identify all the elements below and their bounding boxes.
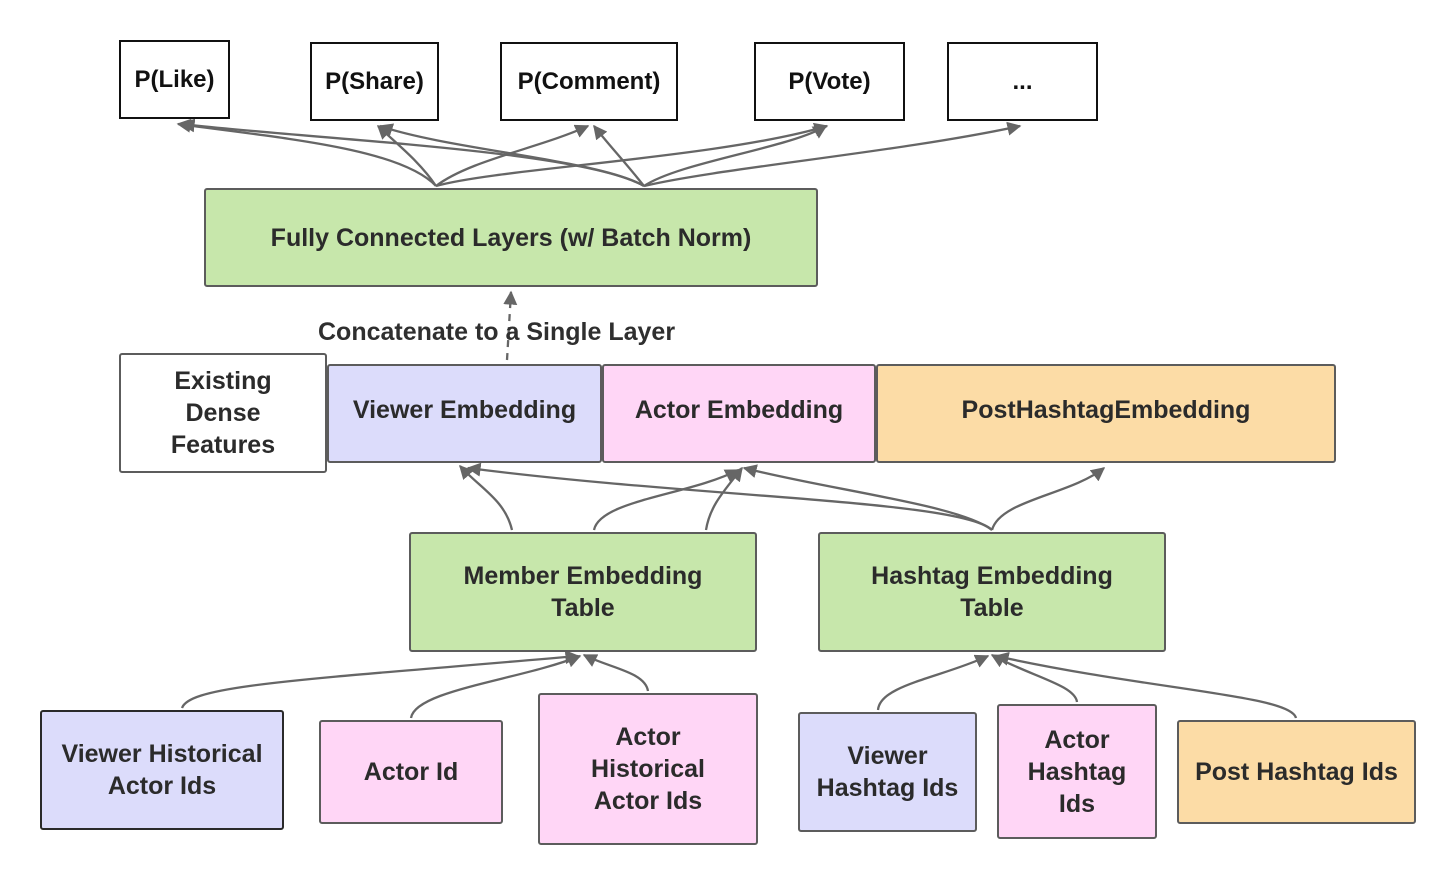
member-embedding-table-box: Member Embedding Table [409, 532, 757, 652]
post-hashtag-ids-box: Post Hashtag Ids [1177, 720, 1416, 824]
edge-member-to-viewer [459, 464, 514, 531]
hashtag-embedding-table-box: Hashtag Embedding Table [818, 532, 1166, 652]
edge-concat [503, 290, 518, 361]
edge-fc-to-share-a [376, 125, 437, 187]
edge-fc-to-share-b [378, 123, 645, 187]
edge-member-to-actor-a [592, 468, 740, 531]
edge-vhai-to-member [180, 650, 580, 709]
fc-layers-box: Fully Connected Layers (w/ Batch Norm) [204, 188, 818, 287]
edge-fc-to-more [643, 121, 1022, 188]
dense-features-box: Existing Dense Features [119, 353, 327, 473]
edge-member-to-actor-b [704, 466, 743, 531]
edge-hashtag-to-viewer [466, 462, 993, 531]
output-p-comment: P(Comment) [500, 42, 678, 121]
edge-phi-to-hashtag [994, 651, 1298, 719]
edge-hashtag-to-post [990, 467, 1106, 531]
viewer-hashtag-ids-box: Viewer Hashtag Ids [798, 712, 977, 832]
output-p-like: P(Like) [119, 40, 230, 119]
actor-historical-actor-ids-box: Actor Historical Actor Ids [538, 693, 758, 845]
concat-label: Concatenate to a Single Layer [318, 318, 676, 346]
edge-ahai-to-member [582, 653, 650, 692]
edge-fc-to-like-a [176, 118, 437, 187]
edge-ahi-to-hashtag [990, 653, 1079, 703]
edge-vhi-to-hashtag [876, 654, 990, 711]
viewer-historical-actor-ids-box: Viewer Historical Actor Ids [40, 710, 284, 830]
edge-hashtag-to-actor [742, 464, 993, 531]
edge-actorid-to-member [409, 654, 582, 719]
actor-embedding-box: Actor Embedding [602, 364, 876, 463]
edge-fc-to-vote-a [435, 122, 829, 188]
actor-hashtag-ids-box: Actor Hashtag Ids [997, 704, 1157, 839]
output-more: ... [947, 42, 1098, 121]
viewer-embedding-box: Viewer Embedding [327, 364, 602, 463]
post-hashtag-embedding-box: PostHashtagEmbedding [876, 364, 1336, 463]
output-p-vote: P(Vote) [754, 42, 905, 121]
actor-id-box: Actor Id [319, 720, 503, 824]
output-p-share: P(Share) [310, 42, 439, 121]
edge-fc-to-vote-b [643, 125, 828, 187]
edge-fc-to-comment-b [593, 124, 645, 187]
